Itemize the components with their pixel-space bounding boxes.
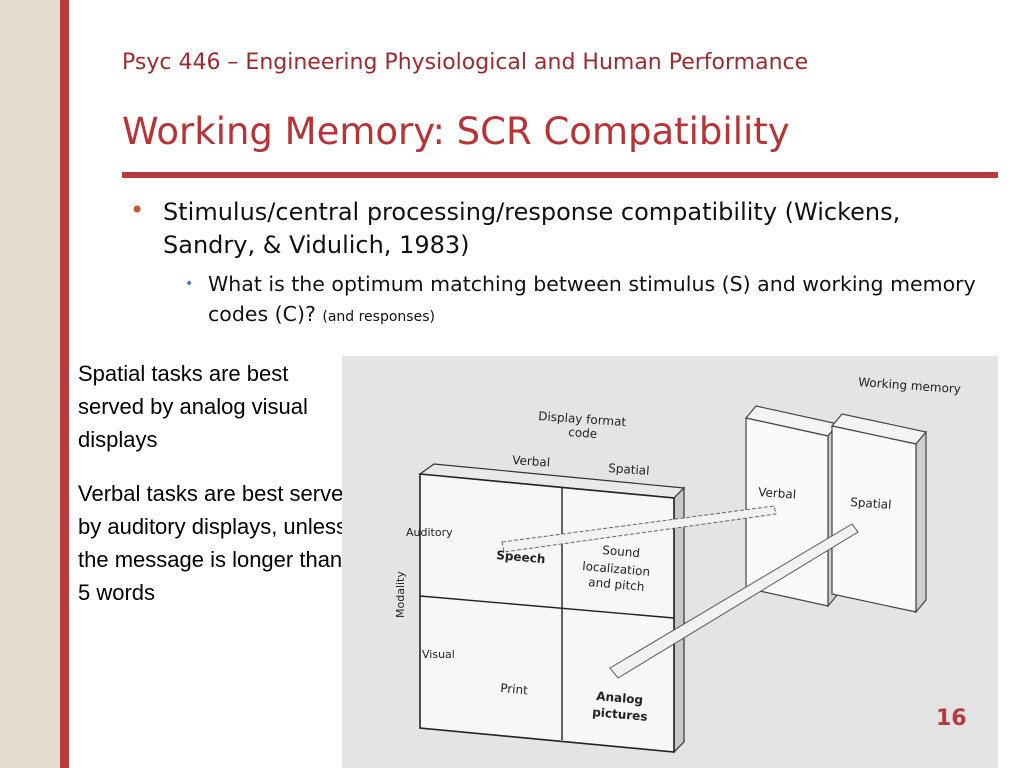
sub-bullet-dot-icon: • — [185, 276, 194, 292]
page-number: 16 — [936, 706, 967, 731]
side-accent-bar — [60, 0, 69, 768]
wm-verbal-block — [744, 405, 840, 608]
wm-spatial-block — [830, 413, 928, 614]
label-col-spatial: Spatial — [608, 461, 650, 478]
label-working-memory: Working memory — [858, 375, 962, 396]
note-verbal: Verbal tasks are best served by auditory… — [78, 481, 368, 605]
label-modality: Modality — [394, 571, 407, 618]
course-header: Psyc 446 – Engineering Physiological and… — [122, 50, 809, 75]
label-display-format: Display format — [538, 409, 627, 429]
note-spatial: Spatial tasks are best served by analog … — [78, 361, 308, 452]
cell-sound-2: localization — [582, 559, 651, 579]
slide-title: Working Memory: SCR Compatibility — [122, 110, 790, 153]
cell-analog-2: pictures — [592, 705, 648, 724]
label-row-auditory: Auditory — [406, 526, 453, 539]
figure-drawing: Working memory Display format code Verba… — [394, 375, 962, 754]
cell-speech: Speech — [496, 548, 546, 566]
bullet-dot-icon: • — [130, 196, 145, 224]
label-code: code — [568, 425, 598, 441]
mapping-beams — [501, 505, 859, 679]
cell-sound-3: and pitch — [588, 575, 645, 594]
display-grid — [418, 463, 686, 754]
bullet-2: What is the optimum matching between sti… — [208, 269, 988, 332]
scr-compatibility-figure: Working memory Display format code Verba… — [342, 356, 998, 768]
label-row-visual: Visual — [422, 648, 455, 661]
wm-spatial-label: Spatial — [850, 495, 892, 512]
cell-print: Print — [500, 681, 529, 697]
cell-sound-1: Sound — [602, 543, 641, 560]
label-col-verbal: Verbal — [512, 453, 551, 470]
bullet-1-text: Stimulus/central processing/response com… — [163, 198, 901, 259]
title-divider — [122, 172, 998, 178]
cell-analog-1: Analog — [596, 689, 644, 707]
bullet-2-text: What is the optimum matching between sti… — [208, 272, 976, 326]
side-band — [0, 0, 60, 768]
wm-verbal-label: Verbal — [758, 485, 797, 502]
bullet-2-note: (and responses) — [322, 309, 435, 325]
